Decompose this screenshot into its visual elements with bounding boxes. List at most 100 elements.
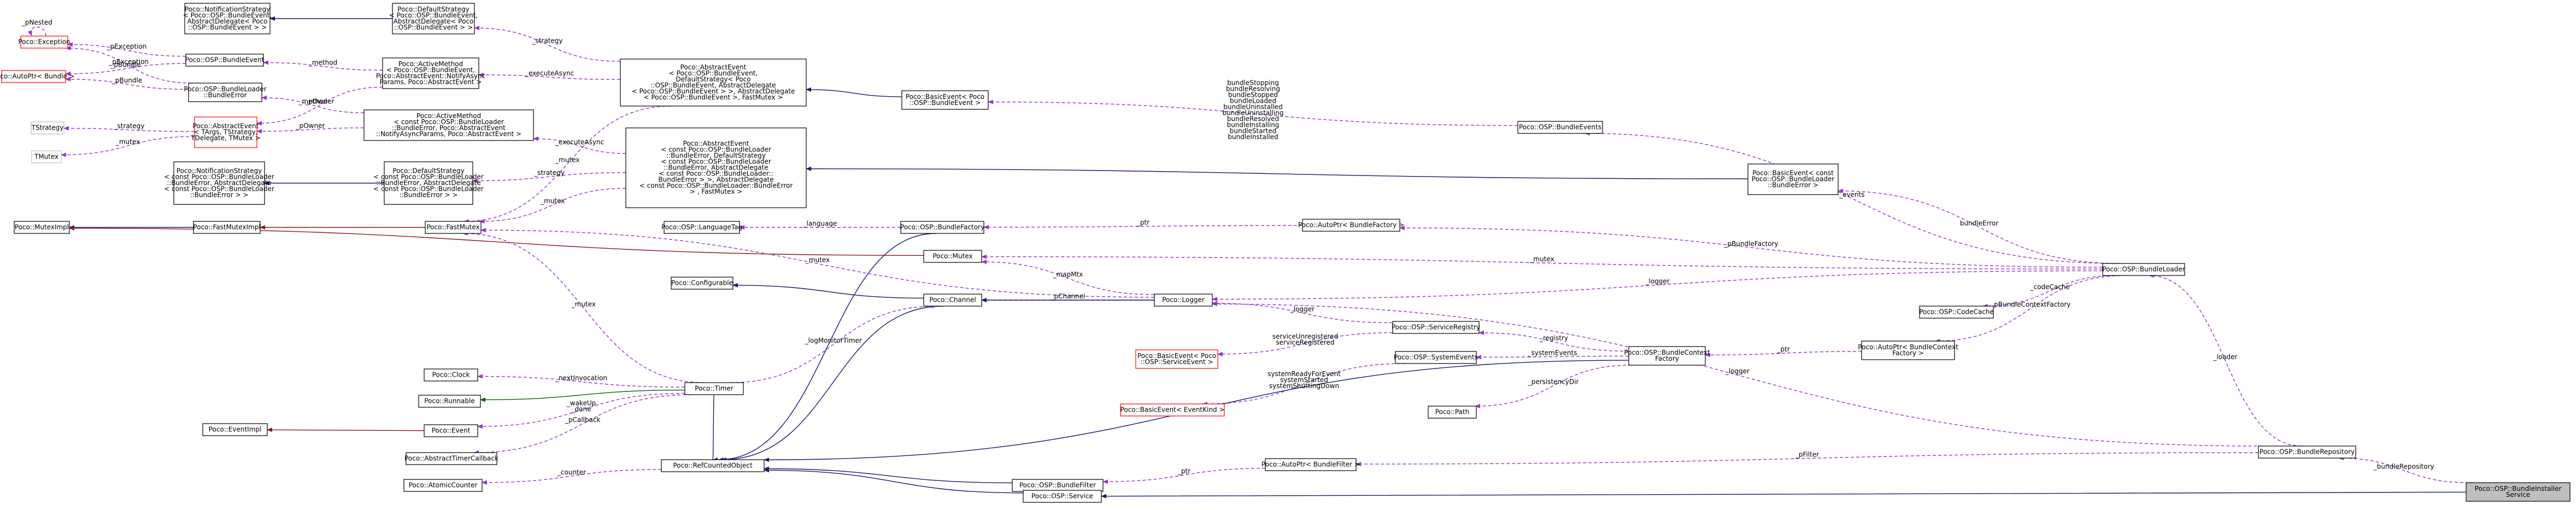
class-node-channel[interactable]: Poco::Channel xyxy=(923,294,982,307)
class-node-exception[interactable]: Poco::Exception xyxy=(18,36,71,49)
class-node-notif-bundle-event[interactable]: Poco::NotificationStrategy< Poco::OSP::B… xyxy=(183,3,272,34)
class-node-basic-event-service-event[interactable]: Poco::BasicEvent< Poco::OSP::ServiceEven… xyxy=(1135,349,1218,369)
edge-label: _persistencyDir xyxy=(1528,378,1579,386)
class-name-line: ::BundleError, AbstractDelegate xyxy=(167,179,272,187)
class-node-tstrategy[interactable]: TStrategy xyxy=(31,121,64,134)
usage-edge xyxy=(479,187,626,224)
usage-edge xyxy=(1705,351,1862,357)
edge-label: _method xyxy=(308,58,337,66)
edge-label: _logMonitorTimer xyxy=(805,337,862,344)
class-name-line: ::BundleError, Poco::AbstractEvent xyxy=(392,124,506,132)
class-box xyxy=(20,36,68,49)
edge-label: _strategy xyxy=(533,169,565,177)
edge-label: _strategy xyxy=(531,37,562,45)
class-node-path[interactable]: Poco::Path xyxy=(1428,406,1477,419)
class-node-active-method-bundle-error[interactable]: Poco::ActiveMethod< const Poco::OSP::Bun… xyxy=(363,109,534,141)
class-node-atomic-counter[interactable]: Poco::AtomicCounter xyxy=(403,479,483,492)
class-node-service[interactable]: Poco::OSP::Service xyxy=(1023,490,1102,503)
class-node-event-impl[interactable]: Poco::EventImpl xyxy=(202,423,268,436)
edge-label: _pException xyxy=(108,58,149,66)
class-node-default-strategy-bundle-error[interactable]: Poco::DefaultStrategy< const Poco::OSP::… xyxy=(373,161,484,205)
edge-label: systemReadyForEvent xyxy=(1268,370,1341,378)
class-name-line: DefaultStrategy< Poco xyxy=(676,75,750,83)
class-node-basic-event-bundle-event[interactable]: Poco::BasicEvent< Poco::OSP::BundleEvent… xyxy=(901,90,989,110)
class-node-bundle-event[interactable]: Poco::OSP::BundleEvent xyxy=(185,54,265,67)
class-node-bundle-loader[interactable]: Poco::OSP::BundleLoader xyxy=(2102,263,2185,276)
class-name-line: Poco::RefCountedObject xyxy=(673,462,753,470)
class-name-line: < Poco::OSP::BundleEvent, xyxy=(183,11,272,19)
class-node-language-tag[interactable]: Poco::OSP::LanguageTag xyxy=(661,221,742,234)
usage-edge xyxy=(61,136,195,157)
class-node-basic-event-event-kind[interactable]: Poco::BasicEvent< EventKind > xyxy=(1120,403,1225,417)
edge-label: _ptr xyxy=(1136,219,1149,226)
class-node-bundle-events[interactable]: Poco::OSP::BundleEvents xyxy=(1517,121,1603,134)
class-node-basic-event-bundle-error[interactable]: Poco::BasicEvent< constPoco::OSP::Bundle… xyxy=(1747,163,1839,195)
class-box xyxy=(1392,321,1480,334)
class-node-abstract-timer-callback[interactable]: Poco::AbstractTimerCallback xyxy=(404,452,498,465)
class-node-bundle-filter[interactable]: Poco::OSP::BundleFilter xyxy=(1012,479,1104,492)
class-name-line: Poco::BasicEvent< const xyxy=(1752,169,1834,177)
usage-edge xyxy=(473,394,692,455)
class-box xyxy=(1302,219,1400,232)
edge-label: bundleResolving xyxy=(1226,85,1280,93)
usage-edge xyxy=(1212,301,1393,324)
class-node-auto-ptr-bundle-factory[interactable]: Poco::AutoPtr< BundleFactory > xyxy=(1298,219,1404,232)
class-node-fast-mutex-impl[interactable]: Poco::FastMutexImpl xyxy=(193,221,261,234)
edge-label: _mapMtx xyxy=(1053,271,1083,278)
class-node-auto-ptr-bundle-context-factory[interactable]: Poco::AutoPtr< BundleContextFactory > xyxy=(1858,341,1958,360)
usage-edge xyxy=(474,26,621,62)
class-node-bundle-loader-bundle-error[interactable]: Poco::OSP::BundleLoader::BundleError xyxy=(184,83,267,102)
class-node-fast-mutex[interactable]: Poco::FastMutex xyxy=(425,221,482,234)
class-node-runnable[interactable]: Poco::Runnable xyxy=(418,395,481,408)
class-box xyxy=(1428,406,1477,419)
class-name-line: Factory > xyxy=(1892,349,1924,357)
class-box xyxy=(684,382,744,395)
class-node-configurable[interactable]: Poco::Configurable xyxy=(671,277,734,290)
edge-label: bundleStopping xyxy=(1227,79,1279,87)
class-box xyxy=(1154,294,1213,307)
class-node-notif-bundle-error[interactable]: Poco::NotificationStrategy< const Poco::… xyxy=(164,161,274,205)
class-box xyxy=(1628,346,1706,366)
class-name-line: < const Poco::OSP::BundleLoader xyxy=(394,118,504,126)
class-name-line: ::BundleError xyxy=(203,91,247,99)
class-node-default-strategy-bundle-event[interactable]: Poco::DefaultStrategy< Poco::OSP::Bundle… xyxy=(389,3,478,34)
class-node-mutex[interactable]: Poco::Mutex xyxy=(923,250,982,263)
edge-label: bundleInstalled xyxy=(1228,133,1278,141)
edge-label: _logger xyxy=(1290,306,1315,313)
class-node-abstract-event-bundle-error[interactable]: Poco::AbstractEvent< const Poco::OSP::Bu… xyxy=(625,127,807,208)
class-name-line: TMutex xyxy=(34,153,58,161)
class-name-line: Poco::AutoPtr< BundleFactory > xyxy=(1298,221,1404,229)
class-name-line: Poco::AutoPtr< BundleContext xyxy=(1858,343,1958,351)
class-node-bundle-context-factory[interactable]: Poco::OSP::BundleContextFactory xyxy=(1624,346,1710,366)
class-box xyxy=(1265,458,1357,471)
usage-edge xyxy=(478,72,621,80)
class-name-line: Poco::OSP::BundleInstaller xyxy=(2475,485,2562,493)
class-name-line: < const Poco::OSP::BundleLoader xyxy=(164,185,274,193)
class-node-ref-counted-object[interactable]: Poco::RefCountedObject xyxy=(661,459,765,472)
class-node-tmutex[interactable]: TMutex xyxy=(31,150,62,163)
class-node-abstract-event-t[interactable]: Poco::AbstractEvent< TArgs, TStrategy,TD… xyxy=(190,116,261,148)
class-node-mutex-impl[interactable]: Poco::MutexImpl xyxy=(14,221,70,234)
edge-label: _codeCache xyxy=(2030,283,2070,291)
class-node-system-events[interactable]: Poco::OSP::SystemEvents xyxy=(1394,351,1478,364)
class-node-bundle-factory[interactable]: Poco::OSP::BundleFactory xyxy=(900,221,984,234)
class-node-auto-ptr-bundle-filter[interactable]: Poco::AutoPtr< BundleFilter > xyxy=(1261,458,1360,471)
class-node-clock[interactable]: Poco::Clock xyxy=(424,368,478,382)
edge-label: _wakeUp xyxy=(566,399,596,407)
edge-label: bundleUninstalling xyxy=(1222,109,1283,117)
class-node-abstract-event-bundle-event[interactable]: Poco::AbstractEvent< Poco::OSP::BundleEv… xyxy=(620,58,807,107)
class-node-timer[interactable]: Poco::Timer xyxy=(684,382,744,395)
edge-label: serviceRegistered xyxy=(1276,339,1334,347)
class-node-logger[interactable]: Poco::Logger xyxy=(1154,294,1213,307)
class-node-event[interactable]: Poco::Event xyxy=(424,424,478,437)
class-node-code-cache[interactable]: Poco::OSP::CodeCache xyxy=(1919,306,1994,319)
class-node-auto-ptr-bundle[interactable]: Poco::AutoPtr< Bundle > xyxy=(0,70,75,83)
class-name-line: ::OSP::BundleEvent > xyxy=(909,99,981,107)
class-box xyxy=(923,250,982,263)
class-name-line: Poco::OSP::BundleEvent xyxy=(185,56,265,64)
class-node-service-registry[interactable]: Poco::OSP::ServiceRegistry xyxy=(1392,321,1480,334)
class-node-bundle-repository[interactable]: Poco::OSP::BundleRepository xyxy=(2258,445,2356,459)
class-node-active-method-bundle-event[interactable]: Poco::ActiveMethod< Poco::OSP::BundleEve… xyxy=(376,57,485,89)
